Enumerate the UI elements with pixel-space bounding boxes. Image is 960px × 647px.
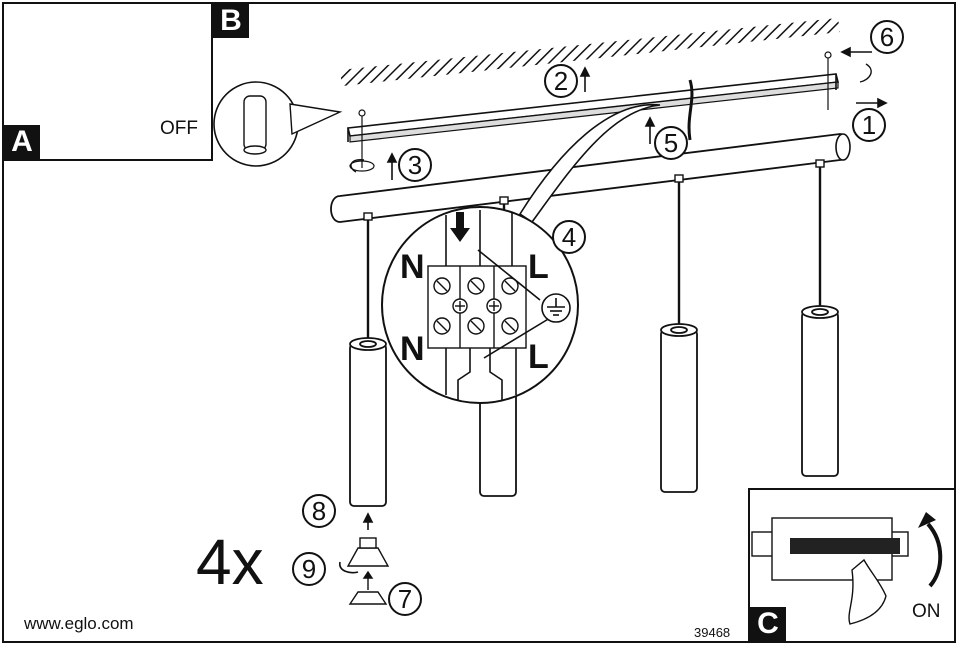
mounting-bracket	[347, 73, 839, 143]
step-6: 6	[870, 20, 904, 54]
off-label: OFF	[160, 118, 198, 139]
website-url: www.eglo.com	[24, 614, 134, 633]
ceiling-screws	[349, 51, 832, 172]
reflector-ring	[348, 570, 388, 605]
wiring-detail	[381, 206, 579, 404]
connector-magnifier	[213, 81, 343, 167]
pendant-lamp-1	[349, 337, 387, 507]
step-3: 3	[398, 148, 432, 182]
panel-a-badge: A	[4, 125, 40, 159]
pendant-lamp-4	[801, 305, 839, 477]
panel-c-badge: C	[750, 607, 786, 641]
breaker-panel-on	[751, 512, 943, 625]
step-arrows	[362, 46, 888, 530]
pendant-lamp-3	[660, 323, 698, 493]
terminal-live-out: L	[528, 338, 549, 376]
terminal-neutral-in: N	[400, 248, 425, 286]
terminal-screws	[433, 277, 519, 335]
step-5: 5	[654, 126, 688, 160]
step-4: 4	[552, 220, 586, 254]
step-8: 8	[302, 494, 336, 528]
panel-b-badge: B	[213, 4, 249, 38]
detail-wires	[445, 210, 551, 400]
ceiling-hatch	[340, 18, 840, 86]
gu10-bulb	[346, 537, 390, 567]
rotate-arrow-icon-2	[859, 63, 872, 83]
twist-arrow-icon	[339, 561, 359, 574]
rotate-arrow-icon	[350, 158, 365, 173]
step-1: 1	[852, 108, 886, 142]
push-arrow-icon	[450, 212, 470, 242]
ground-symbol-icon	[541, 293, 571, 323]
supply-cable	[687, 79, 694, 141]
terminal-neutral-out: N	[400, 330, 425, 368]
panel-c: C ON	[748, 488, 956, 643]
terminal-live-in: L	[528, 248, 549, 286]
step-7: 7	[388, 582, 422, 616]
panel-a: A OFF	[2, 2, 213, 161]
on-label: ON	[912, 601, 941, 622]
canopy-bar	[330, 133, 851, 223]
product-code: 39468	[694, 625, 731, 640]
step-9: 9	[292, 552, 326, 586]
step-2: 2	[544, 64, 578, 98]
pendant-lamp-2	[479, 389, 517, 497]
detail-callout-arrow	[518, 103, 661, 224]
bulb-quantity: 4x	[196, 526, 264, 598]
cable-clamps	[363, 159, 825, 221]
